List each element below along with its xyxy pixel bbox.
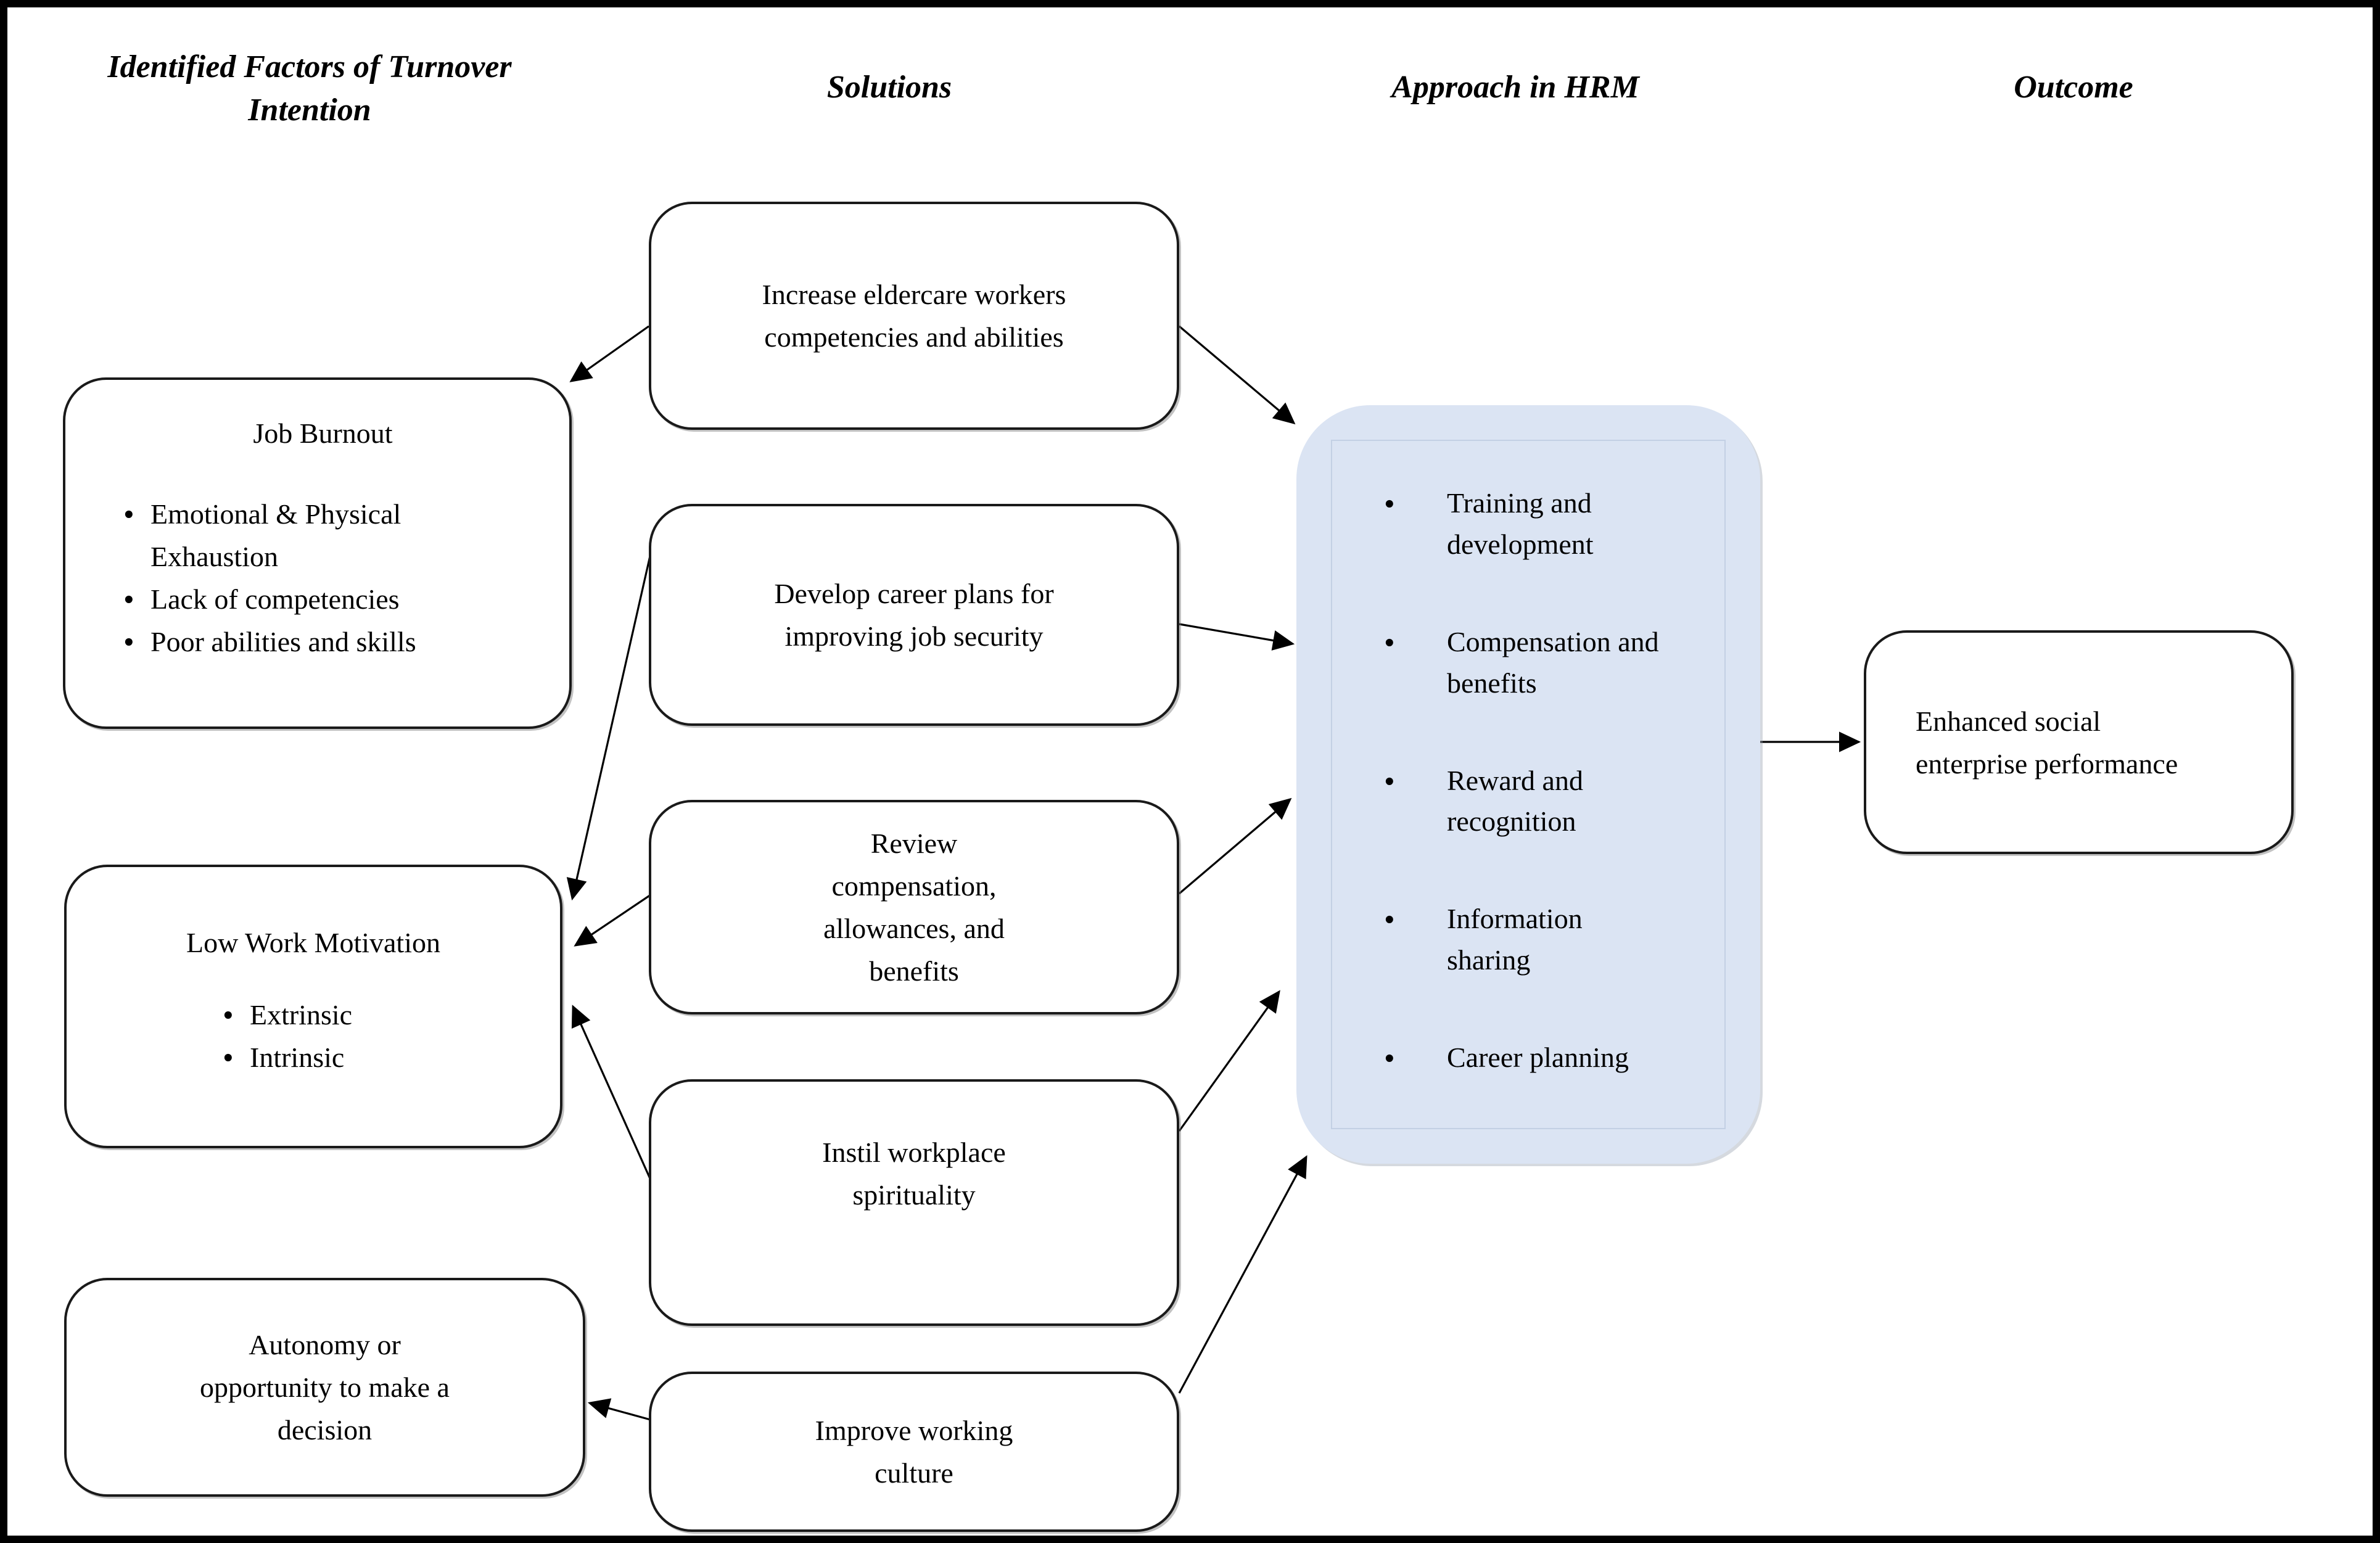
arrow-career-plans-to-motivation <box>566 545 654 901</box>
job-burnout-title: Job Burnout <box>253 418 393 449</box>
node-career-plans: Develop career plans for improving job s… <box>649 504 1179 726</box>
node-outcome: Enhanced social enterprise performance <box>1864 630 2294 854</box>
low-work-motivation-bullet: Extrinsic <box>218 992 409 1039</box>
hrm-bullet: Career planning <box>1384 1036 1669 1081</box>
increase-competencies-text: Increase eldercare workers competencies … <box>762 279 1066 353</box>
column-header-approach-in-hrm: Approach in HRM <box>1391 70 1639 105</box>
node-increase-competencies: Increase eldercare workers competencies … <box>649 202 1179 430</box>
working-culture-text: Improve working culture <box>815 1415 1013 1489</box>
node-review-compensation: Review compensation, allowances, and ben… <box>649 800 1179 1014</box>
hrm-bullet: Compensation and benefits <box>1384 620 1669 704</box>
arrow-culture-to-hrm <box>1178 1155 1307 1394</box>
workplace-spirituality-text: Instil workplace spirituality <box>822 1137 1006 1211</box>
low-work-motivation-bullet-list: Extrinsic Intrinsic <box>218 992 409 1082</box>
low-work-motivation-title: Low Work Motivation <box>186 927 440 958</box>
job-burnout-bullet-list: Emotional & Physical Exhaustion Lack of … <box>118 492 513 666</box>
job-burnout-bullet: Poor abilities and skills <box>118 619 513 666</box>
arrow-spirituality-to-hrm <box>1178 990 1280 1132</box>
career-plans-text: Develop career plans for improving job s… <box>774 578 1054 652</box>
node-hrm-approach: Training and development Compensation an… <box>1296 405 1760 1164</box>
arrow-culture-to-autonomy <box>587 1398 653 1422</box>
autonomy-text: Autonomy or opportunity to make a decisi… <box>200 1329 450 1446</box>
arrow-spirituality-to-motivation <box>571 1005 654 1185</box>
node-workplace-spirituality: Instil workplace spirituality <box>649 1079 1179 1326</box>
job-burnout-bullet: Emotional & Physical Exhaustion <box>118 492 513 578</box>
arrow-increase-to-burnout <box>569 325 649 382</box>
hrm-bullet: Training and development <box>1384 482 1669 565</box>
arrow-increase-to-hrm <box>1178 325 1296 425</box>
low-work-motivation-bullet: Intrinsic <box>218 1035 409 1082</box>
outcome-text: Enhanced social enterprise performance <box>1916 705 2178 780</box>
column-header-identified-factors: Identified Factors of Turnover Intention <box>107 49 512 128</box>
connector-arrows <box>566 325 1861 1422</box>
node-working-culture: Improve working culture <box>649 1372 1179 1532</box>
hrm-inner-panel: Training and development Compensation an… <box>1331 440 1726 1129</box>
arrow-review-to-hrm <box>1178 797 1292 895</box>
node-autonomy: Autonomy or opportunity to make a decisi… <box>64 1278 585 1497</box>
arrow-career-plans-to-hrm <box>1179 623 1295 651</box>
arrow-review-to-motivation <box>574 892 653 947</box>
node-low-work-motivation: Low Work Motivation Extrinsic Intrinsic <box>64 865 562 1148</box>
hrm-bullet: Reward and recognition <box>1384 759 1669 842</box>
column-header-solutions: Solutions <box>826 70 952 105</box>
hrm-bullet: Information sharing <box>1384 897 1669 981</box>
review-compensation-text: Review compensation, allowances, and ben… <box>823 828 1005 987</box>
column-header-outcome: Outcome <box>2014 70 2133 105</box>
job-burnout-bullet: Lack of competencies <box>118 577 513 623</box>
node-job-burnout: Job Burnout Emotional & Physical Exhaust… <box>63 377 572 729</box>
